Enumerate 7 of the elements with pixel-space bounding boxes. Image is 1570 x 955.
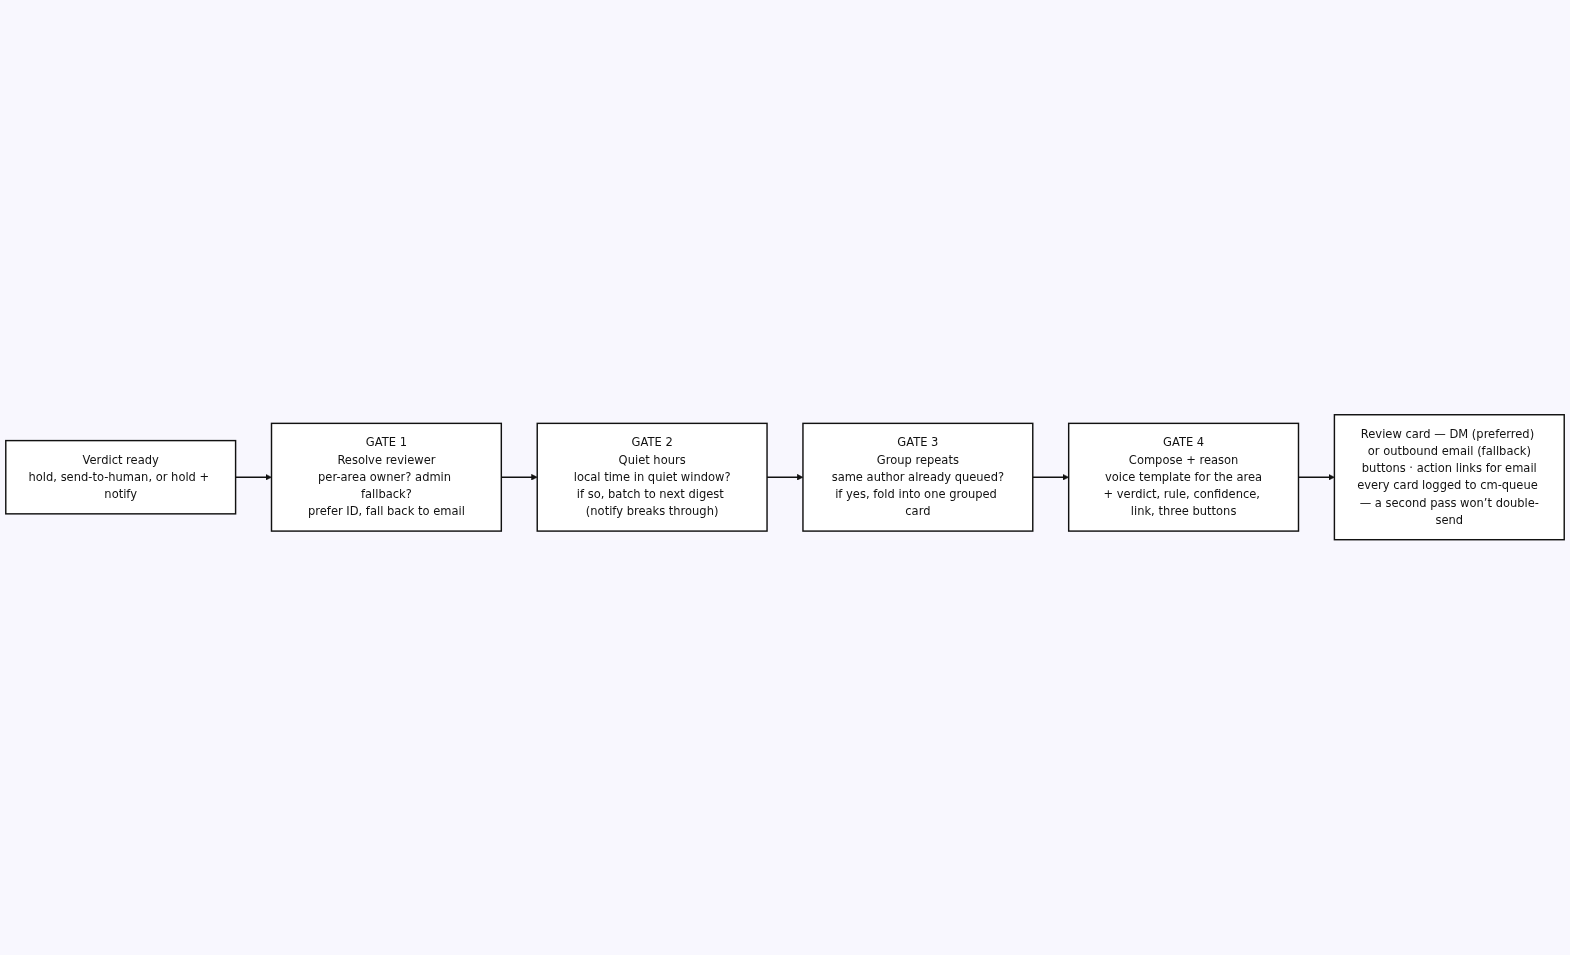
node-box: GATE 2 Quiet hours local time in quiet window? if so, batch to next digest (notify breaks through) — [536, 422, 768, 533]
node-box: Review card — DM (preferred) or outbound email (fallback) buttons · action links for email every card logged to cm-queue — a second pass won’t double-send — [1333, 414, 1565, 541]
node-box: GATE 1 Resolve reviewer per-area owner? admin fallback? prefer ID, fall back to email — [270, 422, 503, 533]
node-box: Verdict ready hold, send-to-human, or hold + notify — [5, 440, 237, 515]
node-box: GATE 3 Group repeats same author already queued? if yes, fold into one grouped card — [802, 422, 1034, 533]
arrow — [1032, 474, 1069, 481]
node-box: GATE 4 Compose + reason voice template for the area + verdict, rule, confidence, link, three buttons — [1067, 422, 1300, 533]
